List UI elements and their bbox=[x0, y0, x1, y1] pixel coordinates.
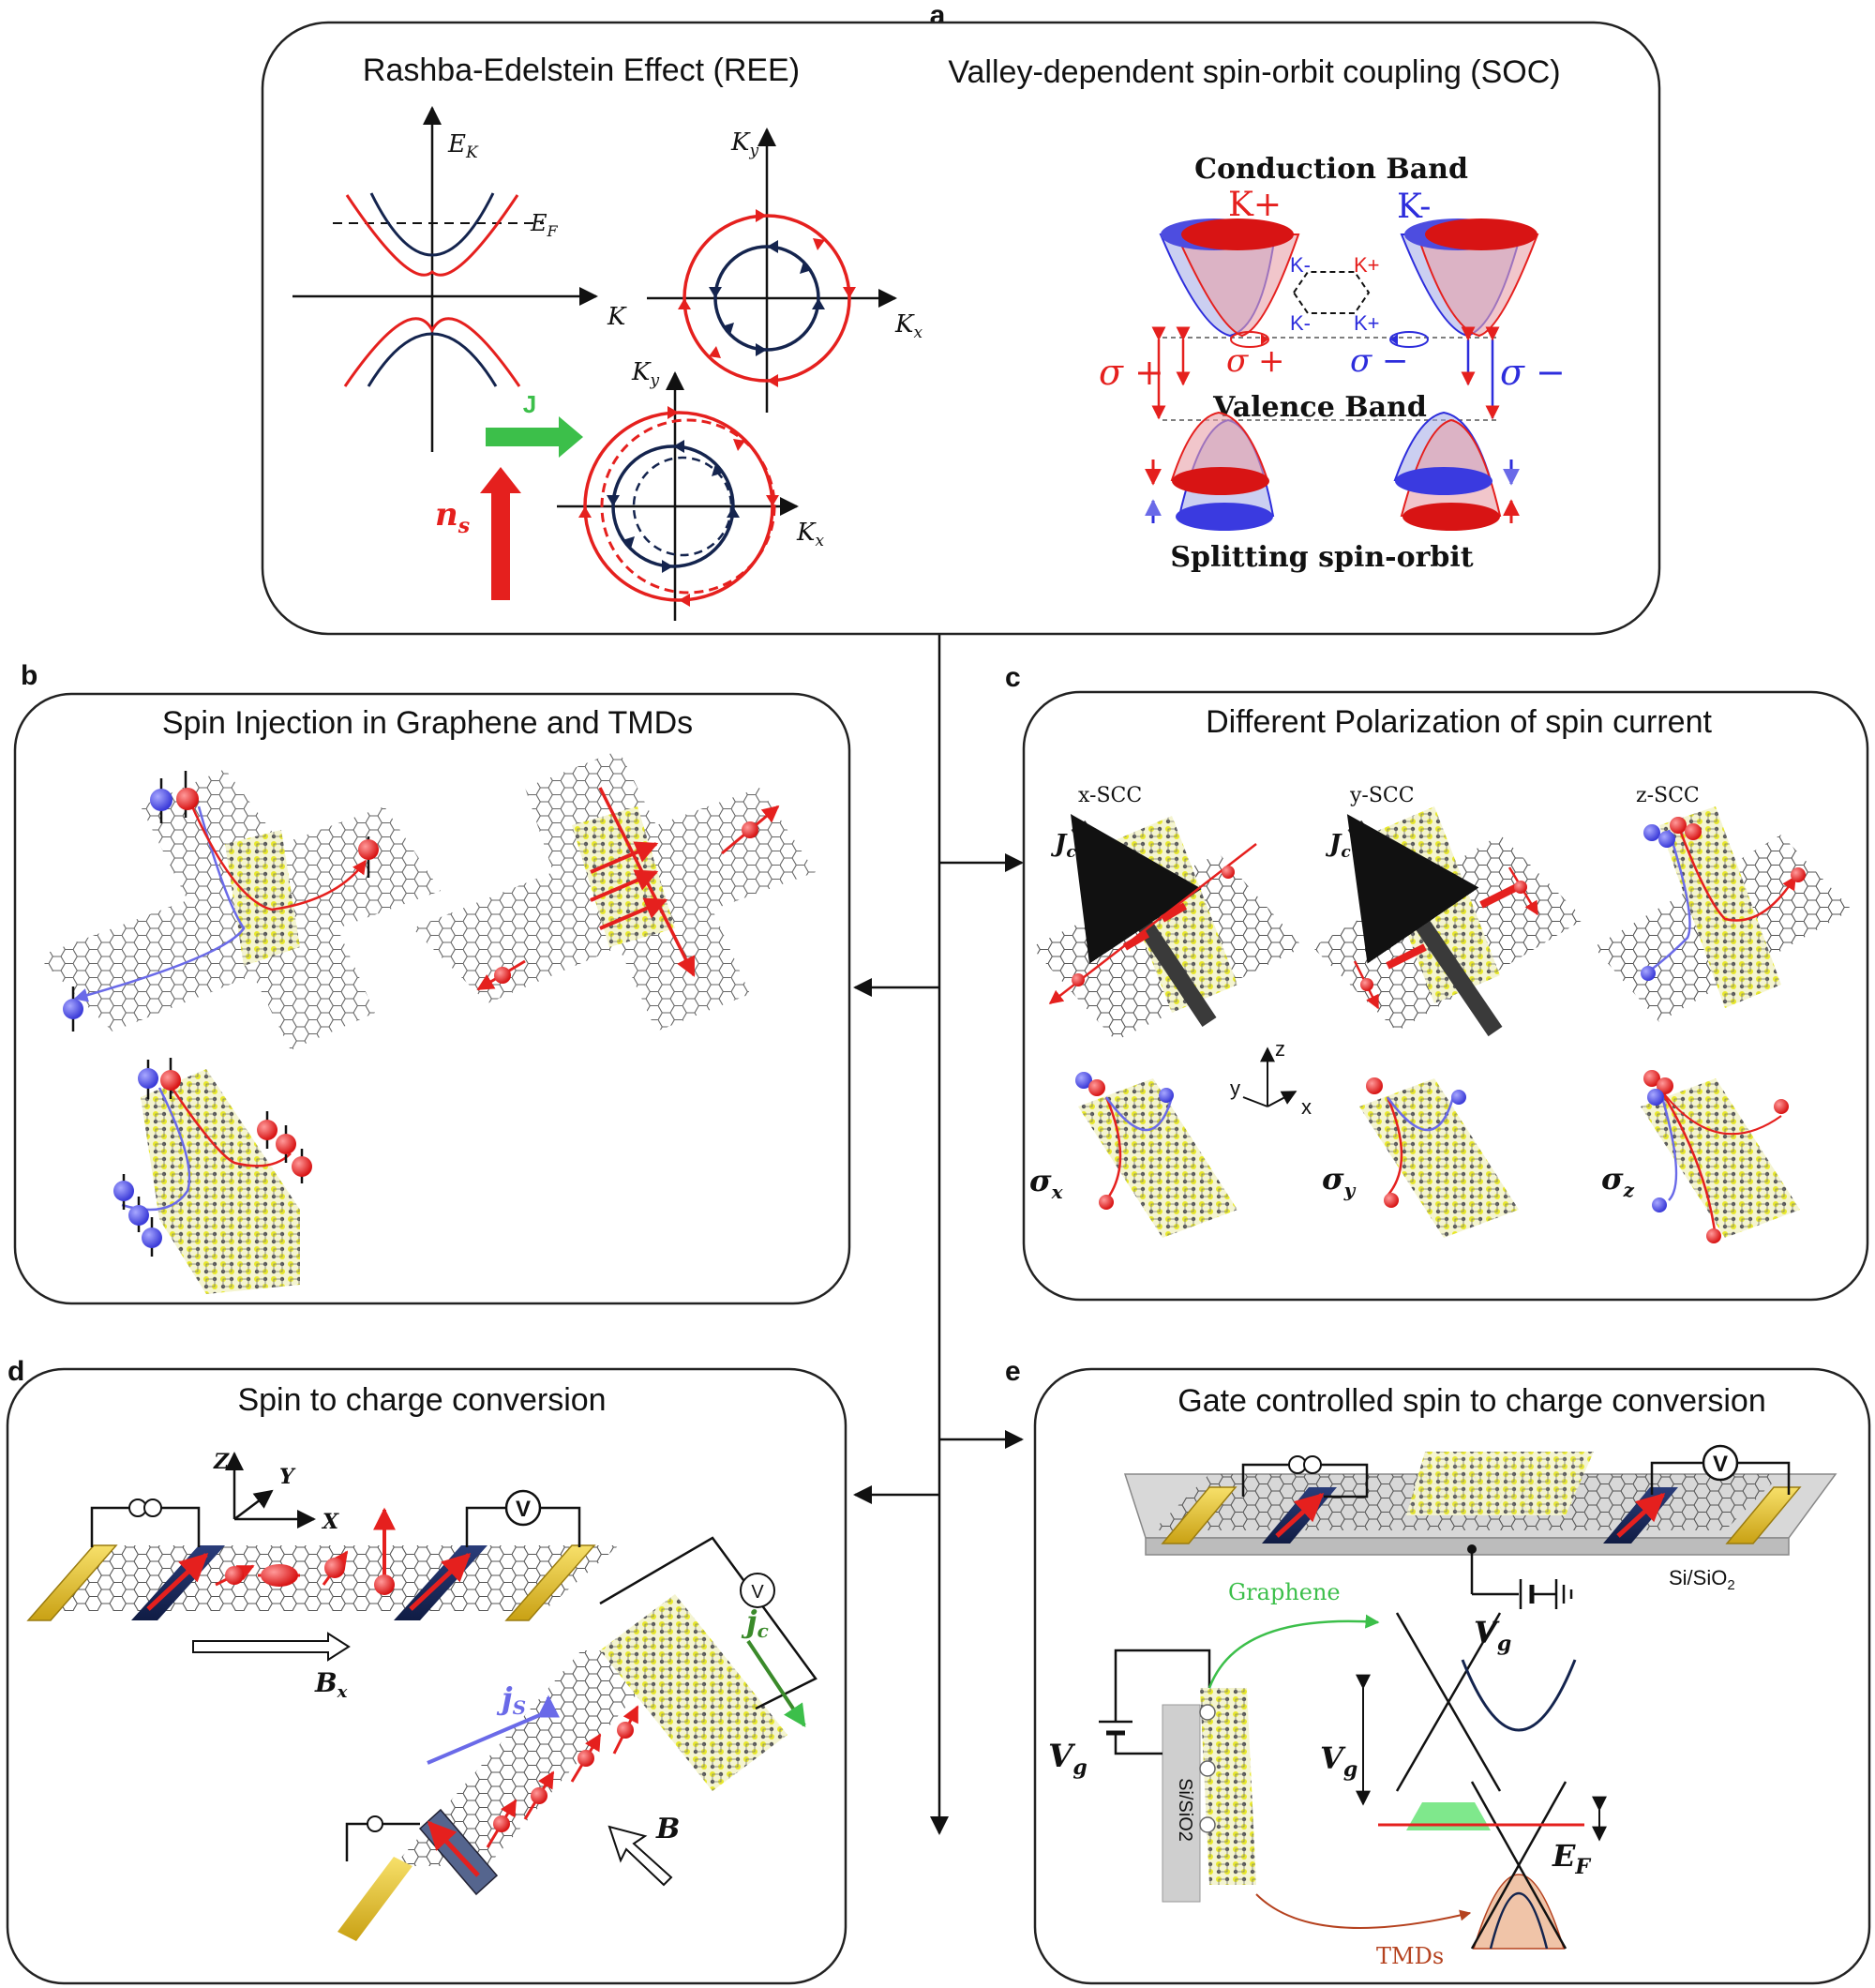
fermi-contour-shifted: Ky Kx bbox=[557, 358, 824, 621]
panel-b-letter: b bbox=[21, 660, 38, 691]
j-label: J bbox=[523, 390, 536, 418]
spin-ball-blue bbox=[138, 1060, 158, 1099]
axis-y-d: Y bbox=[279, 1465, 296, 1489]
voltmeter-label-e: V bbox=[1713, 1452, 1728, 1477]
panel-b: b Spin Injection in Graphene and TMDs bbox=[13, 660, 851, 1305]
lateral-spin-valve-device: V Z Y X Bx bbox=[26, 1450, 619, 1702]
ef-label: EF bbox=[530, 210, 559, 240]
conduction-band-label: Conduction Band bbox=[1194, 153, 1468, 186]
graphene-label: Graphene bbox=[1228, 1579, 1341, 1605]
splitting-label: Splitting spin-orbit bbox=[1170, 541, 1473, 574]
graphene-tmd-device: V jS jc B bbox=[338, 1536, 818, 1941]
bx-label: Bx bbox=[314, 1667, 348, 1702]
spin-ball-blue bbox=[128, 1197, 149, 1232]
voltmeter-label-lower: V bbox=[751, 1582, 764, 1603]
spin-ball-red bbox=[160, 1058, 181, 1099]
gate-side-view: Si/SiO2 Vg Graphene bbox=[1048, 1579, 1607, 1969]
panel-c-letter: c bbox=[1005, 662, 1021, 693]
panel-d-frame bbox=[6, 1367, 848, 1985]
current-arrow-j: J bbox=[486, 390, 583, 458]
sigma-y-flake: σy bbox=[1322, 1077, 1519, 1238]
panel-e: e Gate controlled spin to charge convers… bbox=[1005, 1356, 1871, 1985]
spin-ball-blue bbox=[63, 986, 83, 1032]
ef-label-e: EF bbox=[1552, 1838, 1591, 1879]
spin-ball-red bbox=[176, 771, 199, 818]
gated-device: V Si/SiO2 Vg bbox=[1123, 1444, 1838, 1656]
z-scc-label: z-SCC bbox=[1636, 784, 1700, 807]
panel-a-title-left: Rashba-Edelstein Effect (REE) bbox=[363, 53, 800, 88]
panel-d-letter: d bbox=[8, 1356, 24, 1387]
y-scc-device: Jc bbox=[1312, 806, 1584, 1037]
ky-label-lower: Ky bbox=[631, 358, 659, 390]
axis-y: y bbox=[1230, 1077, 1240, 1100]
panel-e-letter: e bbox=[1005, 1356, 1021, 1387]
spin-ball-red bbox=[257, 1111, 278, 1149]
xyz-axes: z y x bbox=[1230, 1037, 1312, 1119]
sigma-plus-outer: σ + bbox=[1099, 352, 1164, 393]
ky-label-upper: Ky bbox=[730, 128, 758, 160]
graphene-cross-left bbox=[38, 769, 441, 1050]
spin-ball-red bbox=[276, 1125, 296, 1163]
ns-label: ns bbox=[435, 496, 470, 538]
rashba-band-diagram: EK EF K bbox=[292, 106, 627, 452]
spin-accumulation-arrow-ns: ns bbox=[435, 467, 521, 600]
panel-c: c Different Polarization of spin current… bbox=[1005, 662, 1869, 1302]
spin-ball-blue bbox=[142, 1217, 162, 1257]
kx-label-upper: Kx bbox=[894, 310, 922, 342]
ek-label: EK bbox=[447, 130, 479, 162]
vg-label-lower: Vg bbox=[1048, 1738, 1088, 1780]
voltmeter-label-upper: V bbox=[516, 1497, 531, 1522]
sigma-z-flake: σz bbox=[1601, 1070, 1800, 1243]
valley-soc-diagram: Conduction Band K+ K- K- K+ K- K+ bbox=[1099, 153, 1566, 574]
axis-x-d: X bbox=[321, 1510, 339, 1534]
z-scc-device bbox=[1594, 806, 1852, 1022]
tmds-label: TMDs bbox=[1376, 1943, 1444, 1969]
hex-label-k-plus-bottom: K+ bbox=[1354, 311, 1380, 335]
sigma-x-label: σx bbox=[1029, 1163, 1064, 1203]
sigma-minus-inner: σ − bbox=[1350, 342, 1409, 380]
valence-band-label: Valence Band bbox=[1212, 391, 1427, 424]
k-axis-label: K bbox=[607, 303, 627, 331]
axis-x: x bbox=[1301, 1095, 1312, 1119]
si-sio2-vertical: Si/SiO2 bbox=[1175, 1778, 1195, 1842]
hex-label-k-minus-top: K- bbox=[1290, 253, 1311, 277]
panel-a: a Rashba-Edelstein Effect (REE) Valley-d… bbox=[261, 0, 1661, 636]
panel-b-title: Spin Injection in Graphene and TMDs bbox=[162, 705, 693, 741]
panel-d-title: Spin to charge conversion bbox=[237, 1382, 606, 1418]
axis-z-d: Z bbox=[213, 1450, 230, 1474]
panel-a-title-right: Valley-dependent spin-orbit coupling (SO… bbox=[948, 54, 1560, 90]
panel-e-title: Gate controlled spin to charge conversio… bbox=[1178, 1383, 1765, 1419]
x-scc-label: x-SCC bbox=[1078, 784, 1142, 807]
sigma-minus-outer: σ − bbox=[1500, 352, 1566, 393]
si-sio2-label: Si/SiO2 bbox=[1669, 1566, 1735, 1593]
tmd-flake-bottom bbox=[113, 1058, 312, 1294]
fermi-contour-equilibrium: Ky Kx bbox=[647, 128, 922, 413]
kx-label-lower: Kx bbox=[796, 519, 824, 550]
sigma-x-flake: σx bbox=[1029, 1072, 1238, 1238]
spin-ball-blue bbox=[113, 1174, 134, 1210]
k-plus-label: K+ bbox=[1228, 186, 1282, 224]
spin-ball-red bbox=[358, 836, 379, 878]
sigma-z-label: σz bbox=[1601, 1161, 1635, 1201]
jc-label-y: Jc bbox=[1325, 830, 1351, 862]
jc-label-x: Jc bbox=[1050, 830, 1076, 862]
spin-ball-blue bbox=[150, 778, 172, 823]
hex-label-k-minus-bottom: K- bbox=[1290, 311, 1311, 335]
spin-ball-red bbox=[292, 1149, 312, 1183]
panel-a-frame bbox=[261, 21, 1661, 636]
panel-d: d Spin to charge conversion V bbox=[6, 1356, 848, 1985]
x-scc-device: Jc bbox=[1031, 814, 1303, 1041]
k-minus-label: K- bbox=[1397, 188, 1431, 226]
vg-label-cone: Vg bbox=[1320, 1740, 1358, 1782]
y-scc-label: y-SCC bbox=[1349, 784, 1415, 807]
connector-tree bbox=[853, 634, 1024, 1835]
graphene-cross-right bbox=[412, 750, 816, 1032]
b-label: B bbox=[655, 1813, 680, 1845]
sigma-plus-inner: σ + bbox=[1226, 342, 1285, 380]
hex-label-k-plus-top: K+ bbox=[1354, 253, 1380, 277]
panel-c-title: Different Polarization of spin current bbox=[1206, 704, 1712, 740]
sigma-y-label: σy bbox=[1322, 1161, 1357, 1201]
axis-z: z bbox=[1275, 1037, 1285, 1061]
